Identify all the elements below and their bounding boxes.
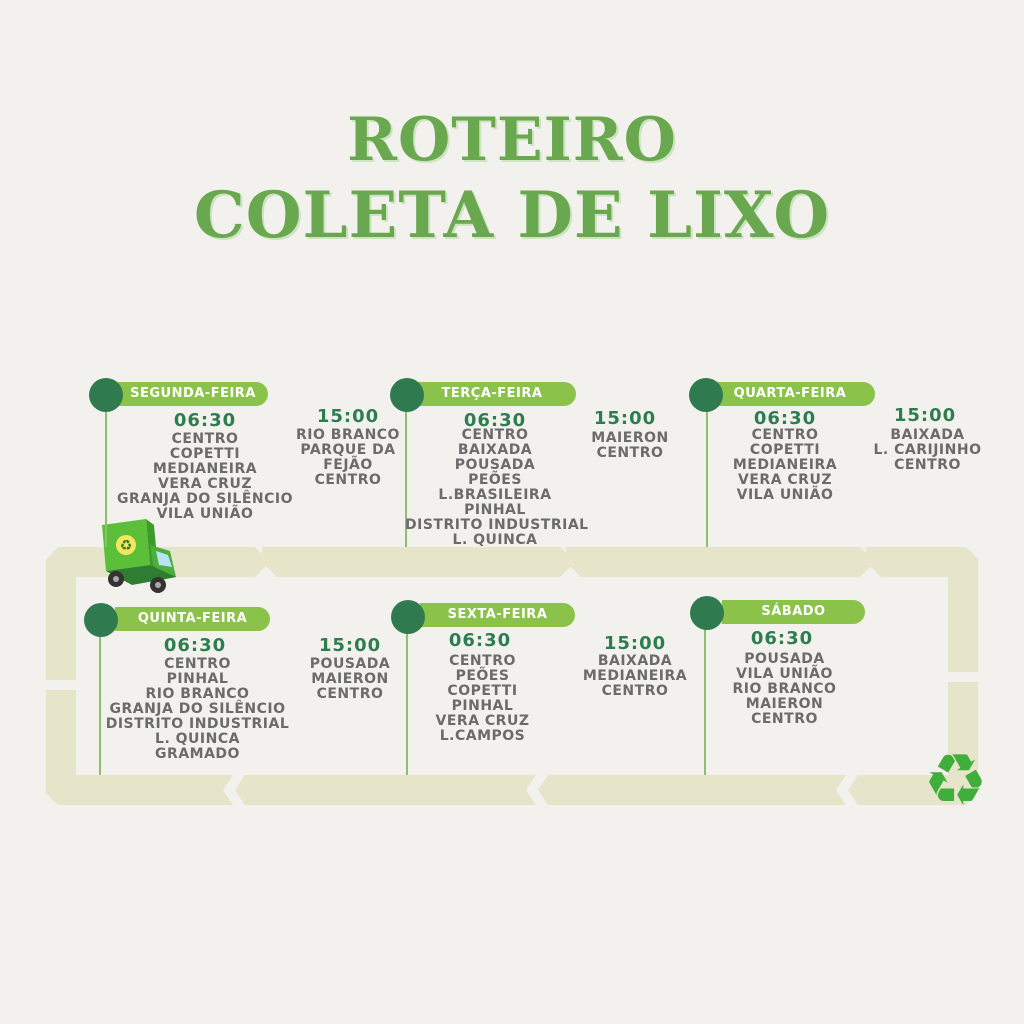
day-marker-dot [390, 378, 424, 412]
neighborhood-item: MEDIANEIRA [732, 457, 838, 473]
day-label: TERÇA-FEIRA [408, 382, 576, 406]
neighborhood-item: CENTRO [449, 653, 516, 669]
morning-time: 06:30 [463, 410, 527, 431]
recycle-icon: ♻ [923, 738, 988, 822]
neighborhood-item: L.CAMPOS [439, 728, 526, 744]
neighborhood-item: DISTRITO INDUSTRIAL [105, 716, 290, 732]
neighborhood-item: MAIERON [591, 430, 669, 446]
timeline-line [706, 395, 708, 547]
neighborhood-item: CENTRO [751, 711, 818, 727]
neighborhood-item: MAIERON [311, 671, 389, 687]
neighborhood-item: PINHAL [451, 698, 514, 714]
neighborhood-item: POUSADA [454, 457, 536, 473]
timeline-line [704, 613, 706, 775]
recycling-truck-icon: ♻ [102, 519, 176, 593]
neighborhood-item: VERA CRUZ [158, 476, 252, 492]
neighborhood-item: VERA CRUZ [435, 713, 530, 729]
neighborhood-item: PINHAL [464, 502, 526, 518]
afternoon-time: 15:00 [603, 633, 667, 654]
timeline-line [406, 617, 408, 775]
neighborhood-item: CENTRO [596, 445, 664, 461]
neighborhood-item: BAIXADA [890, 427, 965, 443]
neighborhood-item: POUSADA [309, 656, 391, 672]
afternoon-time: 15:00 [593, 408, 657, 429]
afternoon-time: 15:00 [893, 405, 957, 426]
neighborhood-item: CENTRO [601, 683, 669, 699]
neighborhood-item: L.BRASILEIRA [438, 487, 552, 503]
neighborhood-item: MEDIANEIRA [582, 668, 688, 684]
title-line-1: ROTEIRO [347, 105, 677, 175]
neighborhood-item: BAIXADA [457, 442, 533, 458]
neighborhood-item: MAIERON [745, 696, 824, 712]
neighborhood-item: GRANJA DO SILÊNCIO [109, 701, 286, 717]
day-marker-dot [391, 600, 425, 634]
day-label: SEXTA-FEIRA [420, 603, 575, 627]
neighborhood-item: PARQUE DA [300, 442, 396, 458]
neighborhood-item: CENTRO [894, 457, 961, 473]
neighborhood-item: CENTRO [751, 427, 819, 443]
neighborhood-item: CENTRO [171, 431, 239, 447]
neighborhood-item: CENTRO [461, 427, 529, 443]
day-label: SÁBADO [722, 600, 865, 624]
neighborhood-item: L. QUINCA [452, 532, 538, 548]
neighborhood-item: DISTRITO INDUSTRIAL [405, 517, 589, 533]
neighborhood-item: PEÕES [455, 668, 510, 684]
timeline-line [105, 395, 107, 547]
neighborhood-item: CENTRO [164, 656, 231, 672]
morning-time: 06:30 [750, 628, 814, 649]
neighborhood-item: PEÕES [468, 472, 522, 488]
neighborhood-item: MEDIANEIRA [152, 461, 258, 477]
afternoon-time: 15:00 [316, 406, 380, 427]
neighborhood-item: COPETTI [749, 442, 821, 458]
morning-time: 06:30 [173, 410, 237, 431]
neighborhood-item: VERA CRUZ [738, 472, 832, 488]
day-marker-dot [89, 378, 123, 412]
timeline-line [99, 620, 101, 775]
morning-time: 06:30 [448, 630, 512, 651]
neighborhood-item: GRANJA DO SILÊNCIO [116, 491, 293, 507]
day-label: SEGUNDA-FEIRA [118, 382, 268, 406]
neighborhood-item: COPETTI [169, 446, 241, 462]
morning-time: 06:30 [753, 408, 817, 429]
day-label: QUARTA-FEIRA [705, 382, 875, 406]
neighborhood-item: VILA UNIÃO [736, 666, 833, 682]
neighborhood-item: RIO BRANCO [296, 427, 400, 443]
neighborhood-item: POUSADA [744, 651, 825, 667]
neighborhood-item: FEJÃO [323, 457, 373, 473]
neighborhood-item: RIO BRANCO [145, 686, 250, 702]
morning-time: 06:30 [163, 635, 227, 656]
afternoon-time: 15:00 [318, 635, 382, 656]
neighborhood-item: PINHAL [166, 671, 229, 687]
neighborhood-item: VILA UNIÃO [736, 487, 834, 503]
neighborhood-item: CENTRO [314, 472, 382, 488]
day-marker-dot [689, 378, 723, 412]
neighborhood-item: L. QUINCA [155, 731, 240, 747]
day-marker-dot [690, 596, 724, 630]
neighborhood-item: COPETTI [447, 683, 518, 699]
neighborhood-item: L. CARIJINHO [873, 442, 982, 458]
title-line-2: COLETA DE LIXO [193, 178, 831, 253]
neighborhood-item: BAIXADA [597, 653, 673, 669]
neighborhood-item: VILA UNIÃO [156, 506, 254, 522]
timeline-line [405, 395, 407, 547]
svg-text:♻: ♻ [120, 538, 133, 554]
neighborhood-item: GRAMADO [155, 746, 240, 762]
neighborhood-item: CENTRO [316, 686, 384, 702]
day-marker-dot [84, 603, 118, 637]
neighborhood-item: RIO BRANCO [732, 681, 837, 697]
day-label: QUINTA-FEIRA [115, 607, 270, 631]
